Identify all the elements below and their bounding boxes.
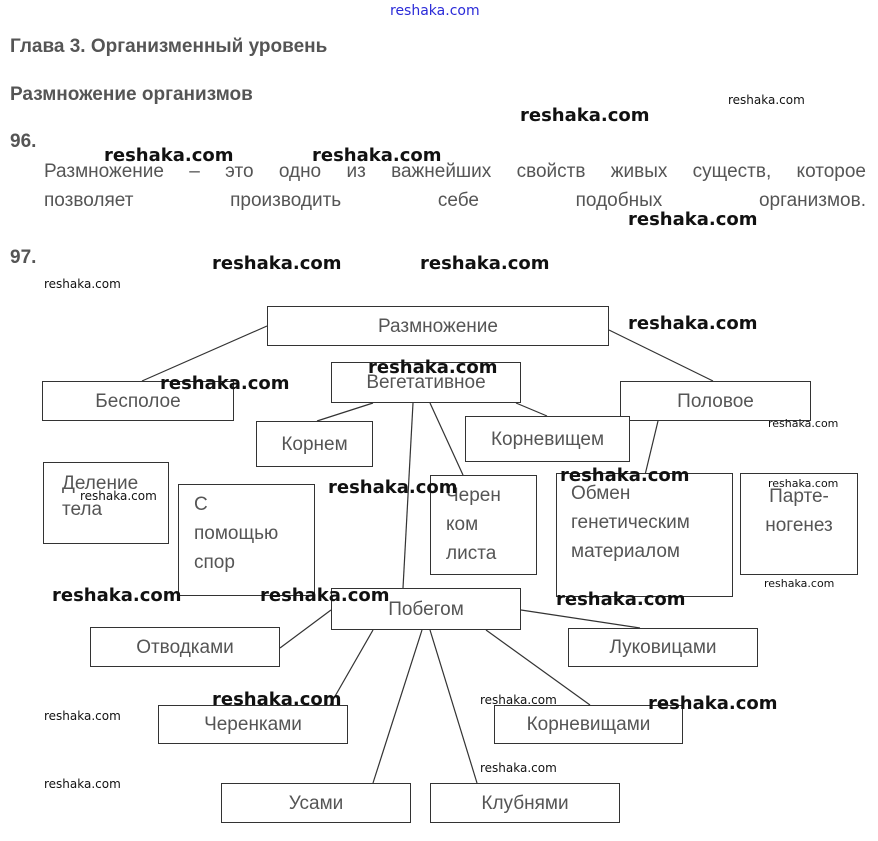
watermark: reshaka.com	[768, 417, 839, 430]
line-veg-leafcutting	[429, 402, 464, 476]
watermark: reshaka.com	[260, 585, 390, 606]
watermark: reshaka.com	[328, 477, 458, 498]
watermark: reshaka.com	[728, 93, 805, 107]
line-shoot-tubers	[429, 629, 478, 784]
box-rhizomes: Корневищами	[494, 705, 683, 744]
header-watermark[interactable]: reshaka.com	[390, 3, 480, 19]
chapter-title: Глава 3. Организменный уровень	[10, 36, 328, 57]
watermark: reshaka.com	[312, 145, 442, 166]
box-body-division: Деление тела	[43, 462, 169, 544]
box-parthenogenesis: Парте- ногенез	[740, 473, 858, 575]
watermark: reshaka.com	[80, 489, 157, 503]
watermark: reshaka.com	[628, 209, 758, 230]
box-spores: С помощью спор	[178, 484, 315, 596]
line-shoot-runners	[372, 629, 423, 784]
watermark: reshaka.com	[520, 105, 650, 126]
watermark: reshaka.com	[648, 693, 778, 714]
watermark: reshaka.com	[560, 465, 690, 486]
box-sexual: Половое	[620, 381, 811, 421]
line-veg-shoot	[402, 402, 414, 589]
box-by-shoot: Побегом	[331, 588, 521, 630]
line-veg-rhizome	[515, 402, 548, 417]
watermark: reshaka.com	[764, 577, 835, 590]
box-asexual: Бесполое	[42, 381, 234, 421]
box-tubers: Клубнями	[430, 783, 620, 823]
box-bulbs: Луковицами	[568, 628, 758, 667]
box-genetic-exchange: Обмен генетическим материалом	[556, 473, 733, 597]
box-by-root: Корнем	[256, 421, 373, 467]
watermark: reshaka.com	[44, 277, 121, 291]
watermark: reshaka.com	[556, 589, 686, 610]
task-96-line-1: Размножение – это одно из важнейших свой…	[44, 161, 866, 182]
watermark: reshaka.com	[628, 313, 758, 334]
line-root-asexual	[141, 325, 268, 382]
watermark: reshaka.com	[368, 357, 498, 378]
watermark: reshaka.com	[160, 373, 290, 394]
box-layering: Отводками	[90, 627, 280, 667]
watermark: reshaka.com	[104, 145, 234, 166]
line-veg-root	[316, 402, 374, 422]
line-shoot-rhizomes	[485, 629, 591, 706]
box-reproduction: Размножение	[267, 306, 609, 346]
line-root-sexual	[608, 329, 714, 382]
watermark: reshaka.com	[44, 777, 121, 791]
box-runners: Усами	[221, 783, 411, 823]
watermark: reshaka.com	[420, 253, 550, 274]
box-cuttings: Черенками	[158, 705, 348, 744]
line-shoot-bulbs	[520, 609, 641, 629]
box-vegetative: Вегетативное	[331, 362, 521, 403]
watermark: reshaka.com	[480, 761, 557, 775]
line-shoot-cuttings	[329, 629, 374, 706]
watermark: reshaka.com	[212, 689, 342, 710]
task-96-answer: Размножение – это одно из важнейших свой…	[44, 157, 866, 215]
box-leaf-cutting: Черен ком листа	[430, 475, 537, 575]
line-sexual-exchange	[644, 420, 659, 476]
watermark: reshaka.com	[212, 253, 342, 274]
watermark: reshaka.com	[768, 477, 839, 490]
section-title: Размножение организмов	[10, 84, 253, 105]
task-97-number: 97.	[10, 247, 37, 268]
watermark: reshaka.com	[44, 709, 121, 723]
watermark: reshaka.com	[52, 585, 182, 606]
line-shoot-layering	[279, 609, 332, 649]
box-by-rhizome: Корневищем	[465, 416, 630, 462]
task-96-line-2: позволяет производить себе подобных орга…	[44, 190, 866, 211]
watermark: reshaka.com	[480, 693, 557, 707]
task-96-number: 96.	[10, 131, 37, 152]
